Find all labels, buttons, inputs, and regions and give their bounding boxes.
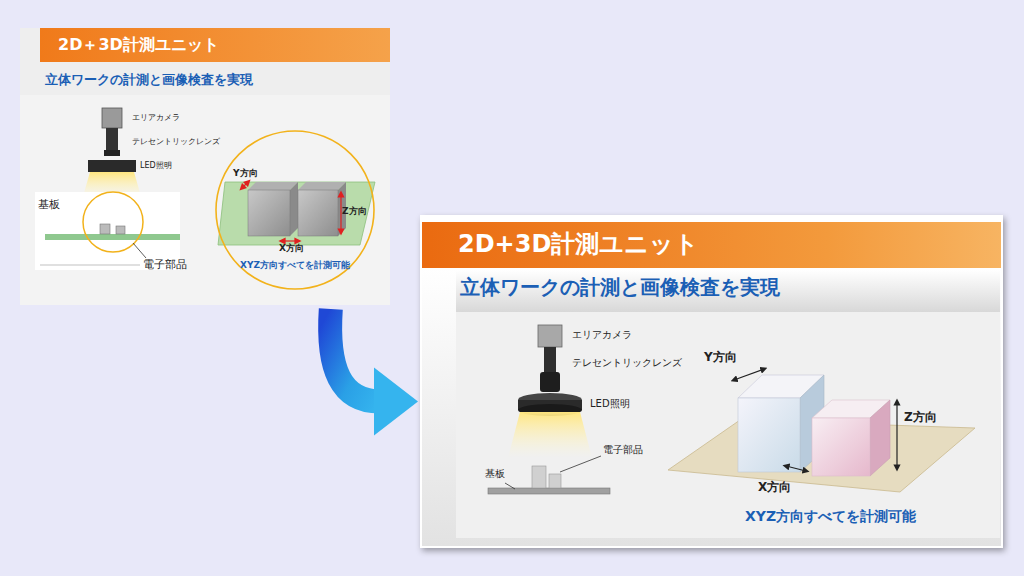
- node-text: 2D+3D計測ユニット: [458, 230, 699, 259]
- part-label: 基板: [485, 468, 505, 480]
- slide-panel: 立体ワークの計測と画像検査を実現 2D＋3D計測ユニット Y方向 Z方向 X方向 XYZ方…: [20, 28, 390, 305]
- part-label: 基板: [38, 198, 60, 211]
- part-label: Y方向: [704, 350, 737, 364]
- part-label: XYZ方向すべてを計測可能: [745, 508, 916, 525]
- node-text: X方向: [279, 243, 304, 254]
- node-text: Z方向: [342, 206, 367, 217]
- callout-circle: Y方向 Z方向 X方向 XYZ方向すべてを計測可能: [215, 130, 375, 290]
- node-text: 立体ワークの計測と画像検査を実現: [460, 275, 780, 299]
- part-label: 電子部品: [143, 258, 187, 271]
- header-band: 2D+3D計測ユニット: [422, 222, 1001, 268]
- header-band: 2D＋3D計測ユニット: [40, 28, 390, 62]
- slide-panel: 立体ワークの計測と画像検査を実現 2D+3D計測ユニット: [420, 215, 1003, 548]
- part-label: テレセントリックレンズ: [572, 357, 682, 369]
- part-label: エリアカメラ: [572, 329, 632, 341]
- node-text: XYZ方向すべてを計測可能: [240, 260, 350, 271]
- part-label: テレセントリックレンズ: [132, 137, 220, 147]
- part-label: Z方向: [904, 410, 937, 424]
- part-label: エリアカメラ: [132, 113, 180, 123]
- part-label: X方向: [758, 480, 791, 494]
- node-text: Y方向: [233, 168, 258, 179]
- node-text: 2D＋3D計測ユニット: [58, 35, 219, 54]
- part-label: 電子部品: [603, 444, 643, 456]
- node-text: 立体ワークの計測と画像検査を実現: [45, 72, 253, 88]
- part-label: LED照明: [140, 161, 172, 171]
- flow-arrow: [330, 309, 418, 435]
- part-label: LED照明: [590, 398, 630, 410]
